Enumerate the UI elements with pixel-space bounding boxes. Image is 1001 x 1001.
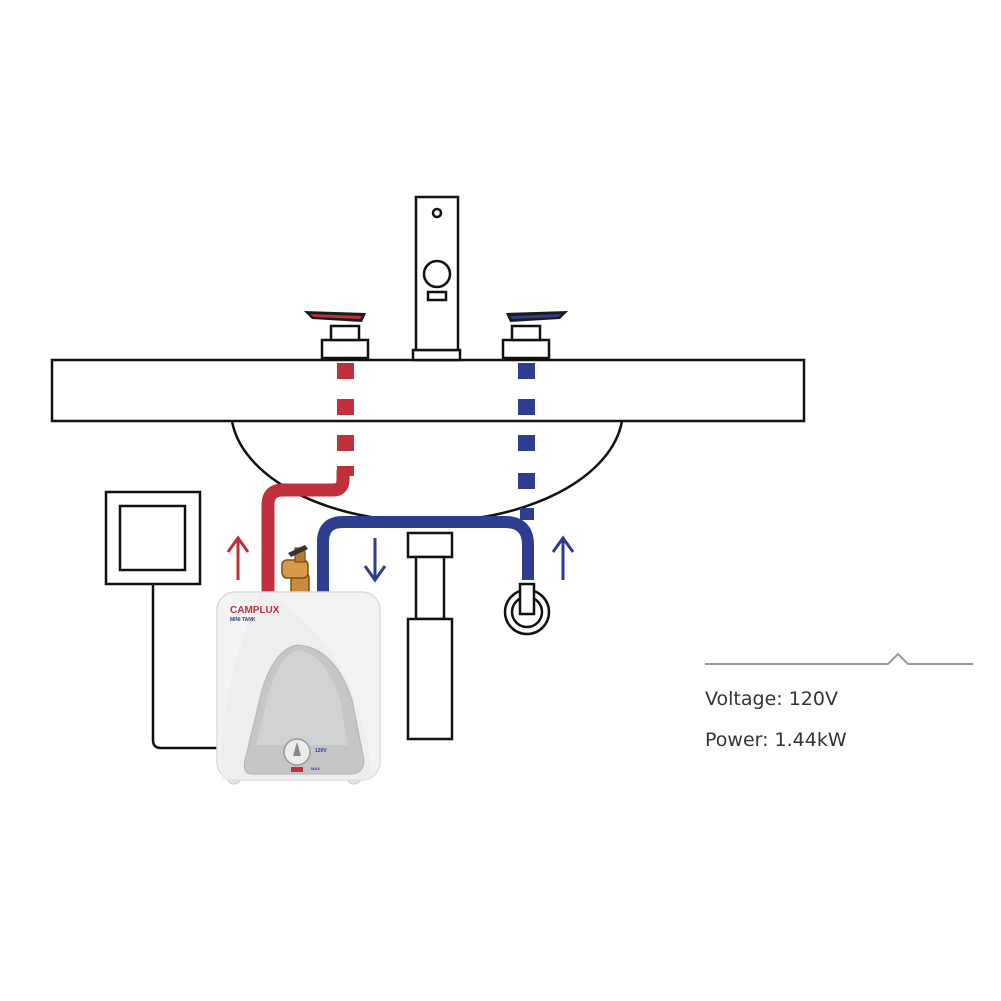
heater-model: MINI TANK [230, 617, 256, 623]
water-heater: CAMPLUX MINI TANK 120V MAX [216, 591, 381, 785]
hot-dash-over-counter [337, 363, 354, 415]
countertop [50, 358, 806, 423]
arrow-down-icon [363, 538, 387, 583]
heater-brand: CAMPLUX [230, 605, 280, 616]
faucet-sensor [431, 207, 443, 219]
cold-dash-over-counter [518, 363, 535, 415]
wall-outlet [104, 490, 202, 586]
arrow-up-icon [226, 535, 250, 580]
heater-voltage-badge: 120V [315, 748, 327, 754]
pressure-relief-valve [281, 545, 310, 597]
voltage-spec: Voltage: 120V [705, 688, 838, 710]
cold-water-pipe [317, 516, 534, 596]
cold-tap-handle [501, 311, 568, 360]
heater-indicator [291, 767, 303, 772]
power-spec: Power: 1.44kW [705, 729, 847, 751]
faucet [411, 195, 462, 362]
drain-pipe [406, 531, 454, 741]
hot-tap-handle [304, 311, 370, 360]
shutoff-valve [503, 582, 551, 636]
arrow-up-icon [551, 535, 575, 580]
spec-separator [705, 652, 973, 665]
power-cord [151, 584, 218, 750]
hot-water-pipe [261, 470, 350, 596]
sink-basin [230, 420, 624, 523]
dial-max-label: MAX [311, 766, 320, 771]
